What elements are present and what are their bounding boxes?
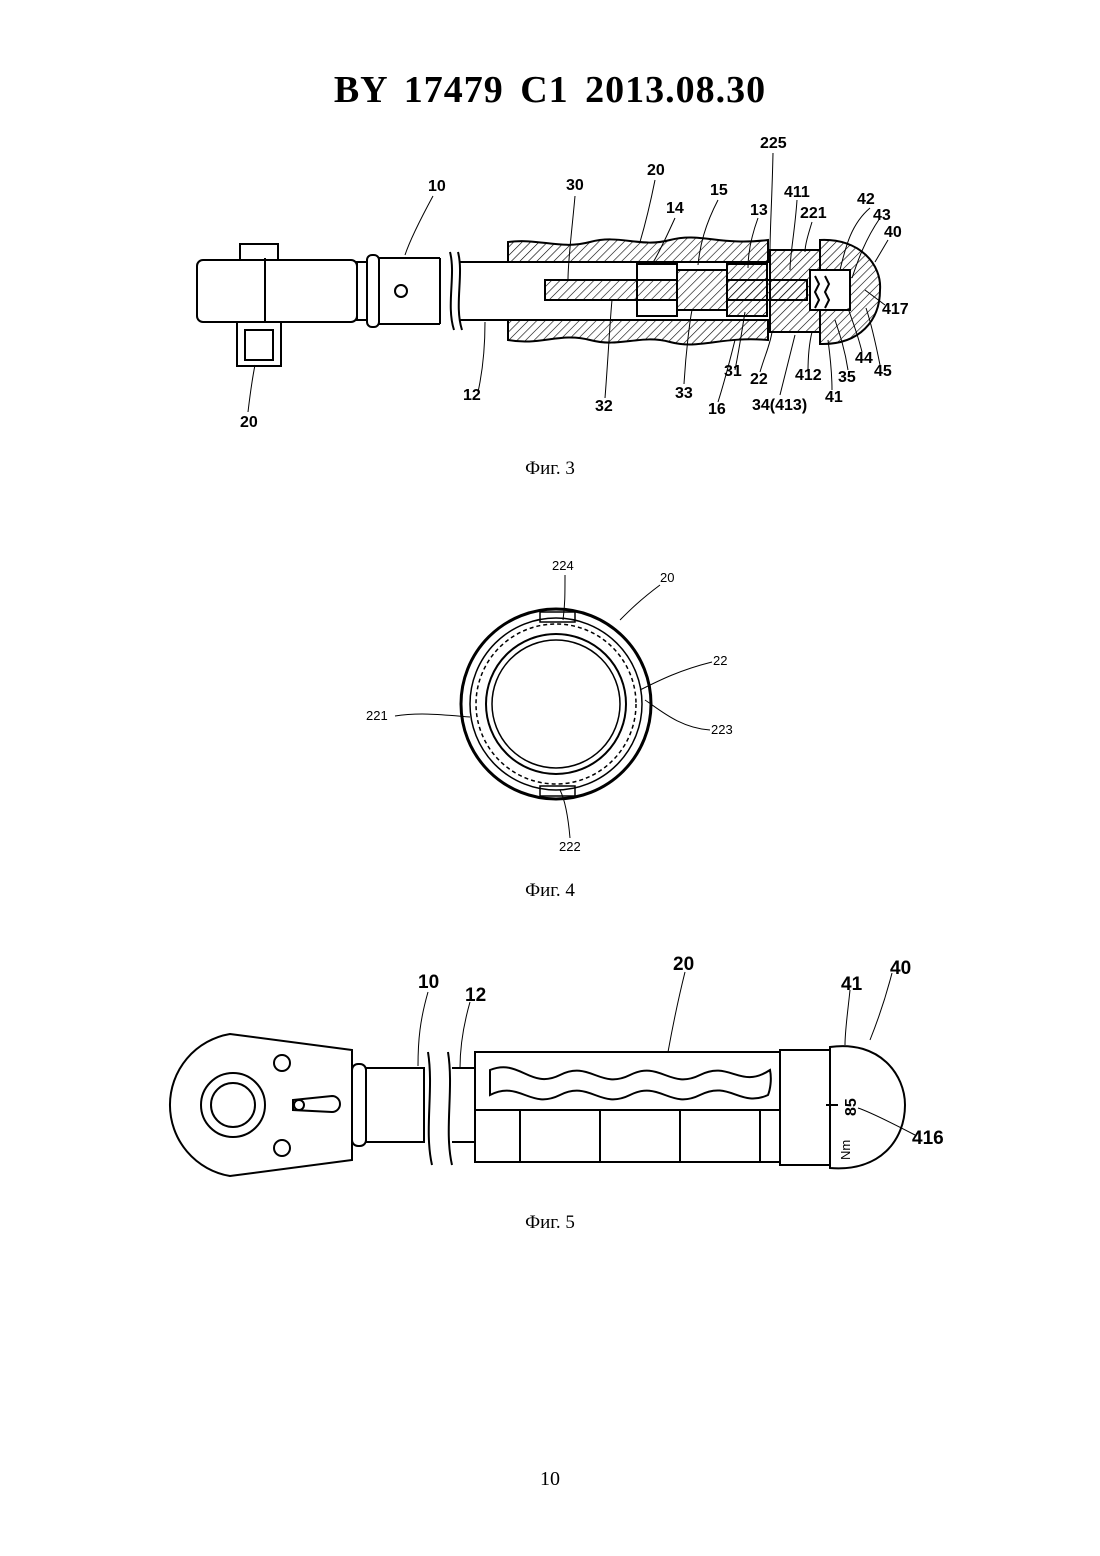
callout-412: 412 [795,367,822,384]
callout-40: 40 [884,224,902,241]
callout-44: 44 [855,350,873,367]
callout-34-413: 34(413) [752,397,807,414]
callout-224: 224 [552,558,574,573]
callout-221: 221 [800,205,827,222]
callout-222: 222 [559,839,581,854]
callout-15: 15 [710,182,728,199]
scale-unit: Nm [838,1140,853,1160]
callout-41: 41 [825,389,843,406]
ratchet-head [170,1034,352,1176]
callout-32: 32 [595,398,613,415]
callout-43: 43 [873,207,891,224]
callout-13: 13 [750,202,768,219]
callout-31: 31 [724,363,742,380]
scale-value: 85 [843,1098,860,1116]
callout-416: 416 [912,1128,944,1149]
wrench-head [197,244,379,366]
callout-20: 20 [647,162,665,179]
callout-16: 16 [708,401,726,418]
callout-12: 12 [463,387,481,404]
wrench-shaft [352,1052,475,1165]
page-number: 10 [0,1468,1100,1491]
torque-rod [545,264,807,316]
figure-4-callouts: 224 20 22 221 223 222 [366,558,733,854]
grip-cross-section [461,609,651,799]
callout-20-lower: 20 [240,414,258,431]
figure-5-caption: Фиг. 5 [0,1212,1100,1234]
end-cap [770,240,880,344]
callout-10: 10 [428,178,446,195]
callout-225: 225 [760,135,787,152]
callout-14: 14 [666,200,684,217]
callout-12: 12 [465,985,486,1006]
figure-5-drawing: 10 12 20 41 40 416 85 Nm [0,950,1100,1190]
callout-22: 22 [713,653,727,668]
callout-35: 35 [838,369,856,386]
figure-3-caption: Фиг. 3 [0,458,1100,480]
callout-33: 33 [675,385,693,402]
callout-411: 411 [784,184,810,201]
callout-40: 40 [890,958,911,979]
callout-10: 10 [418,972,439,993]
callout-221: 221 [366,708,388,723]
figure-4-drawing: 224 20 22 221 223 222 [0,540,1100,870]
callout-30: 30 [566,177,584,194]
callout-20: 20 [660,570,674,585]
callout-42: 42 [857,191,875,208]
grip-body [475,1052,780,1162]
figure-4-caption: Фиг. 4 [0,880,1100,902]
callout-45: 45 [874,363,892,380]
callout-417: 417 [882,301,909,318]
callout-22: 22 [750,371,768,388]
callout-20: 20 [673,954,694,975]
callout-223: 223 [711,722,733,737]
callout-41: 41 [841,974,863,995]
figure-3-drawing: 10 30 20 14 15 13 225 411 221 42 43 40 4… [0,0,1100,460]
